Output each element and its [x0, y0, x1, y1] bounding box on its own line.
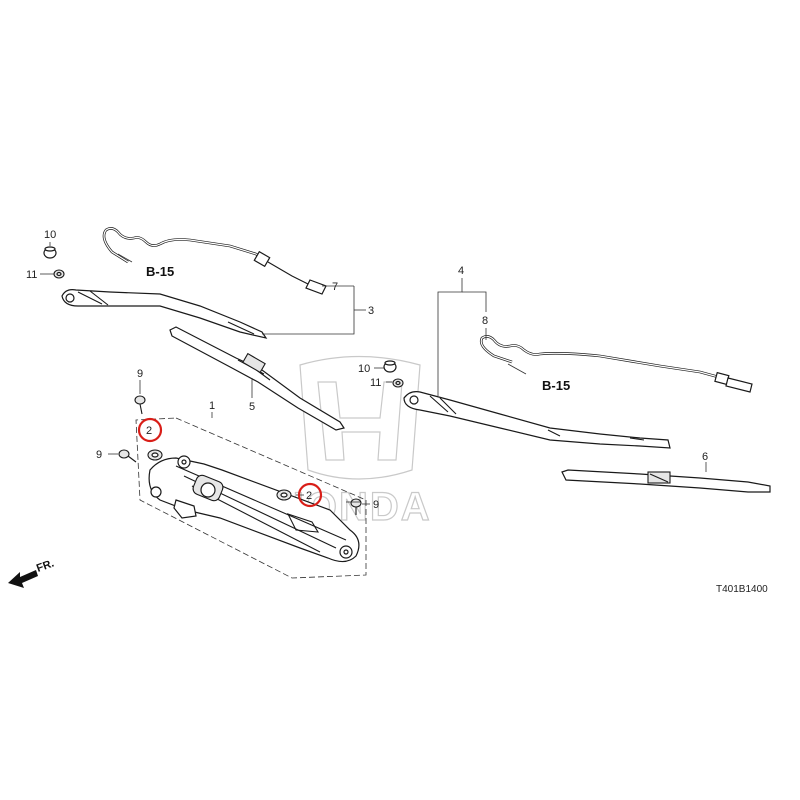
callout-1: 1 [209, 400, 215, 412]
highlight-circle-right [297, 482, 323, 508]
ref-b15-left: B-15 [146, 264, 174, 279]
callout-3: 3 [368, 305, 374, 317]
wiper-arm-3 [61, 289, 268, 339]
front-arrow [8, 570, 38, 588]
washer-hose-left [102, 227, 327, 295]
callout-9-left: 9 [96, 449, 102, 461]
callout-4: 4 [458, 265, 464, 277]
callout-11-left: 11 [26, 269, 37, 281]
callout-10-left: 10 [44, 229, 56, 241]
callout-10-mid: 10 [358, 363, 370, 375]
wiper-blade-6 [561, 469, 771, 493]
wiper-blade-5 [169, 326, 345, 431]
callout-5: 5 [249, 401, 255, 413]
callout-2-right: 2 [306, 490, 312, 502]
highlight-circle-left [137, 417, 163, 443]
washer-2-right [276, 489, 292, 501]
ref-b15-right: B-15 [542, 378, 570, 393]
nut-11-mid [392, 378, 404, 388]
cap-10-left [43, 246, 57, 259]
bolt-9-left [118, 449, 137, 463]
cap-10-mid [383, 360, 397, 373]
washer-2-left [147, 449, 163, 461]
callout-6: 6 [702, 451, 708, 463]
leader-lines [40, 242, 707, 505]
front-label: FR. [35, 557, 56, 574]
callout-2-left: 2 [146, 425, 152, 437]
washer-hose-right [479, 335, 753, 393]
callout-8: 8 [482, 315, 488, 327]
callout-9-top: 9 [137, 368, 143, 380]
callout-7: 7 [332, 281, 338, 293]
bolt-9-right [350, 498, 362, 515]
callout-11-mid: 11 [370, 377, 381, 389]
nut-11-left [53, 269, 65, 279]
wiper-arm-4 [403, 391, 671, 449]
callout-9-right: 9 [373, 499, 379, 511]
diagram-code: T401B1400 [716, 584, 768, 595]
bolt-9-top [134, 395, 146, 415]
wiper-linkage-assembly-1 [135, 417, 367, 579]
